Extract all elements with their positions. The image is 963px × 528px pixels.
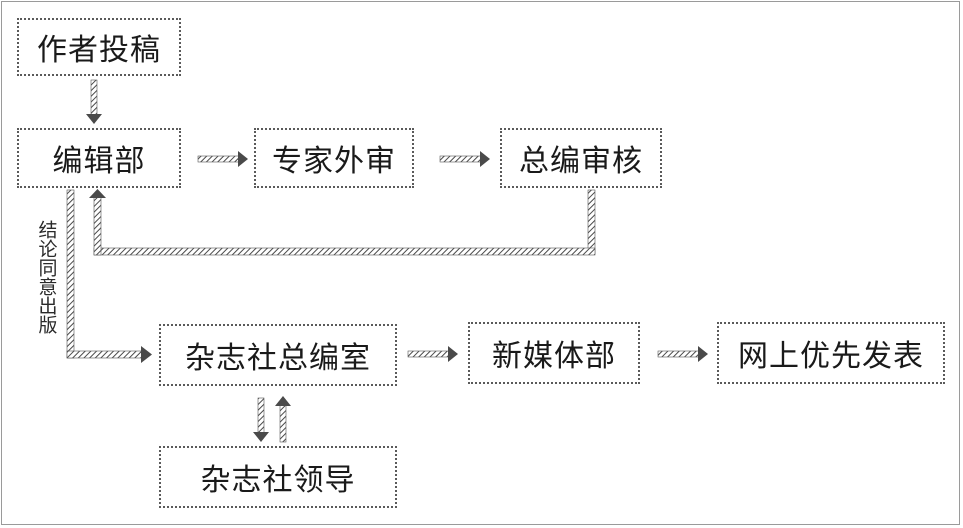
arrow-leadership-to-chief-office xyxy=(275,396,291,443)
node-label: 总编审核 xyxy=(519,144,643,179)
arrow-chief-return-to-editorial xyxy=(89,189,596,256)
node-new-media-dept: 新媒体部 xyxy=(468,322,640,384)
arrow-chief-office-to-leadership xyxy=(253,397,269,442)
node-label: 作者投稿 xyxy=(37,33,161,68)
arrow-editorial-to-expert xyxy=(197,151,248,167)
node-editorial-dept: 编辑部 xyxy=(17,128,181,188)
node-magazine-chief-office: 杂志社总编室 xyxy=(159,324,397,386)
edge-label-approval: 结论同意出版 xyxy=(35,220,58,334)
node-chief-editor-review: 总编审核 xyxy=(500,128,662,188)
node-label: 专家外审 xyxy=(272,144,396,179)
arrow-chief-office-to-new-media xyxy=(407,346,458,362)
arrow-expert-to-chief xyxy=(439,151,490,167)
node-label: 编辑部 xyxy=(52,144,146,179)
node-online-first-publish: 网上优先发表 xyxy=(717,322,945,384)
node-author-submission: 作者投稿 xyxy=(17,18,181,76)
node-label: 新媒体部 xyxy=(492,339,616,374)
node-magazine-leadership: 杂志社领导 xyxy=(159,446,397,508)
node-label: 杂志社领导 xyxy=(200,463,356,498)
arrow-author-to-editorial xyxy=(86,79,102,124)
node-label: 网上优先发表 xyxy=(738,339,924,374)
node-label: 杂志社总编室 xyxy=(185,341,371,376)
arrow-editorial-to-chief-office xyxy=(66,189,152,363)
node-expert-review: 专家外审 xyxy=(254,128,414,188)
arrow-new-media-to-online xyxy=(657,346,708,362)
